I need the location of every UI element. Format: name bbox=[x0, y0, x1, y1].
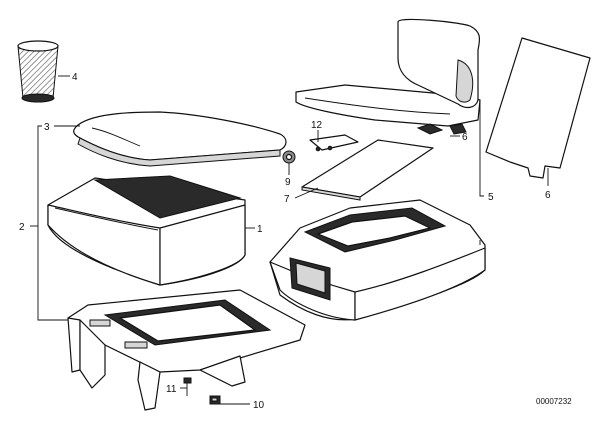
document-number: 00007232 bbox=[536, 397, 572, 406]
callout-7: 7 bbox=[284, 194, 290, 205]
small-bracket-part bbox=[309, 134, 359, 152]
armrest-lid-part bbox=[73, 111, 287, 167]
pad-part bbox=[301, 139, 434, 201]
callout-1: 1 bbox=[257, 224, 263, 235]
frame-part bbox=[67, 289, 306, 411]
callout-3: 3 bbox=[44, 122, 50, 133]
rear-armrest-part bbox=[295, 18, 481, 135]
callout-8: 6 bbox=[462, 132, 468, 143]
cup-part bbox=[17, 40, 59, 103]
clip-part bbox=[209, 395, 221, 405]
callout-2: 2 bbox=[19, 222, 25, 233]
callout-4: 4 bbox=[72, 72, 78, 83]
callout-11: 11 bbox=[166, 384, 177, 395]
side-panel-part bbox=[485, 37, 591, 179]
callout-5: 5 bbox=[488, 192, 494, 203]
leader-lines bbox=[30, 75, 549, 405]
storage-box-part bbox=[47, 175, 246, 286]
console-housing-part bbox=[269, 199, 486, 321]
knob-part bbox=[282, 150, 296, 164]
callout-10: 10 bbox=[253, 400, 265, 411]
callout-9: 9 bbox=[285, 177, 291, 188]
callout-6: 6 bbox=[545, 190, 551, 201]
callout-12: 12 bbox=[311, 120, 323, 131]
screw-part bbox=[183, 377, 192, 396]
